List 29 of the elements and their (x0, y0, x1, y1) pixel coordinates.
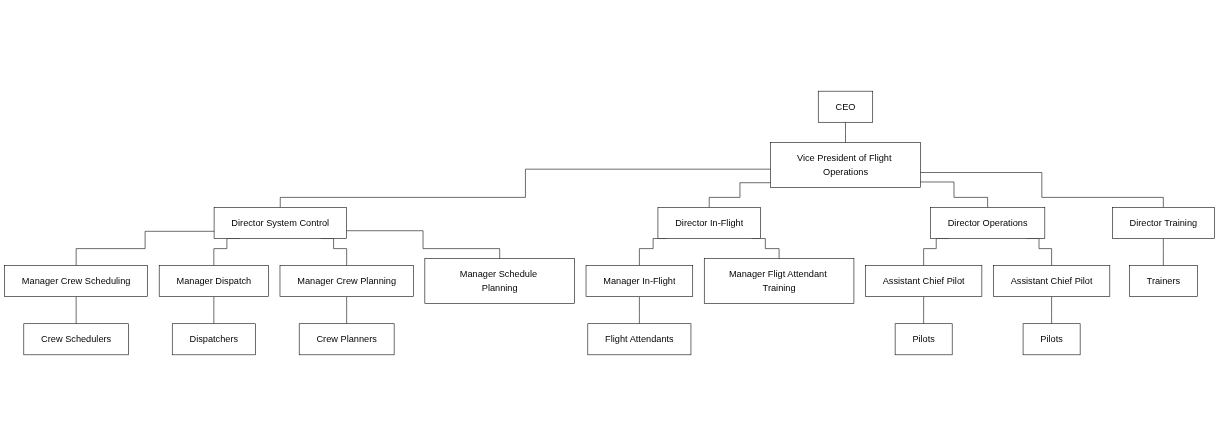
node-box: Director In-Flight (657, 207, 761, 239)
connector (346, 230, 500, 259)
node-box: Director System Control (213, 207, 347, 239)
connector (923, 296, 924, 325)
node-box: Manager Fligt Attendant Training (703, 258, 855, 304)
node-box: Dispatchers (171, 323, 256, 356)
connector (346, 296, 347, 325)
node-box: CEO (817, 90, 874, 123)
node-box: Vice President of Flight Operations (770, 142, 921, 188)
node-box: Manager Crew Scheduling (4, 265, 148, 297)
node-box: Flight Attendants (587, 323, 692, 356)
node-box: Crew Planners (298, 323, 395, 356)
node-box: Manager In-Flight (585, 265, 694, 297)
node-box: Director Training (1112, 207, 1215, 239)
node-box: Manager Schedule Planning (424, 258, 575, 304)
node-box: Manager Dispatch (158, 265, 269, 297)
node-box: Assistant Chief Pilot (865, 265, 983, 297)
node-box: Crew Schedulers (23, 323, 129, 356)
node-box: Trainers (1129, 265, 1198, 297)
connector (639, 296, 640, 325)
connector (920, 172, 1164, 208)
node-box: Pilots (1022, 323, 1081, 356)
node-box: Assistant Chief Pilot (993, 265, 1111, 297)
node-box: Pilots (894, 323, 953, 356)
connector (845, 121, 846, 143)
connector (708, 182, 771, 208)
node-box: Director Operations (930, 207, 1046, 239)
connector (1051, 296, 1052, 325)
node-box: Manager Crew Planning (279, 265, 414, 297)
